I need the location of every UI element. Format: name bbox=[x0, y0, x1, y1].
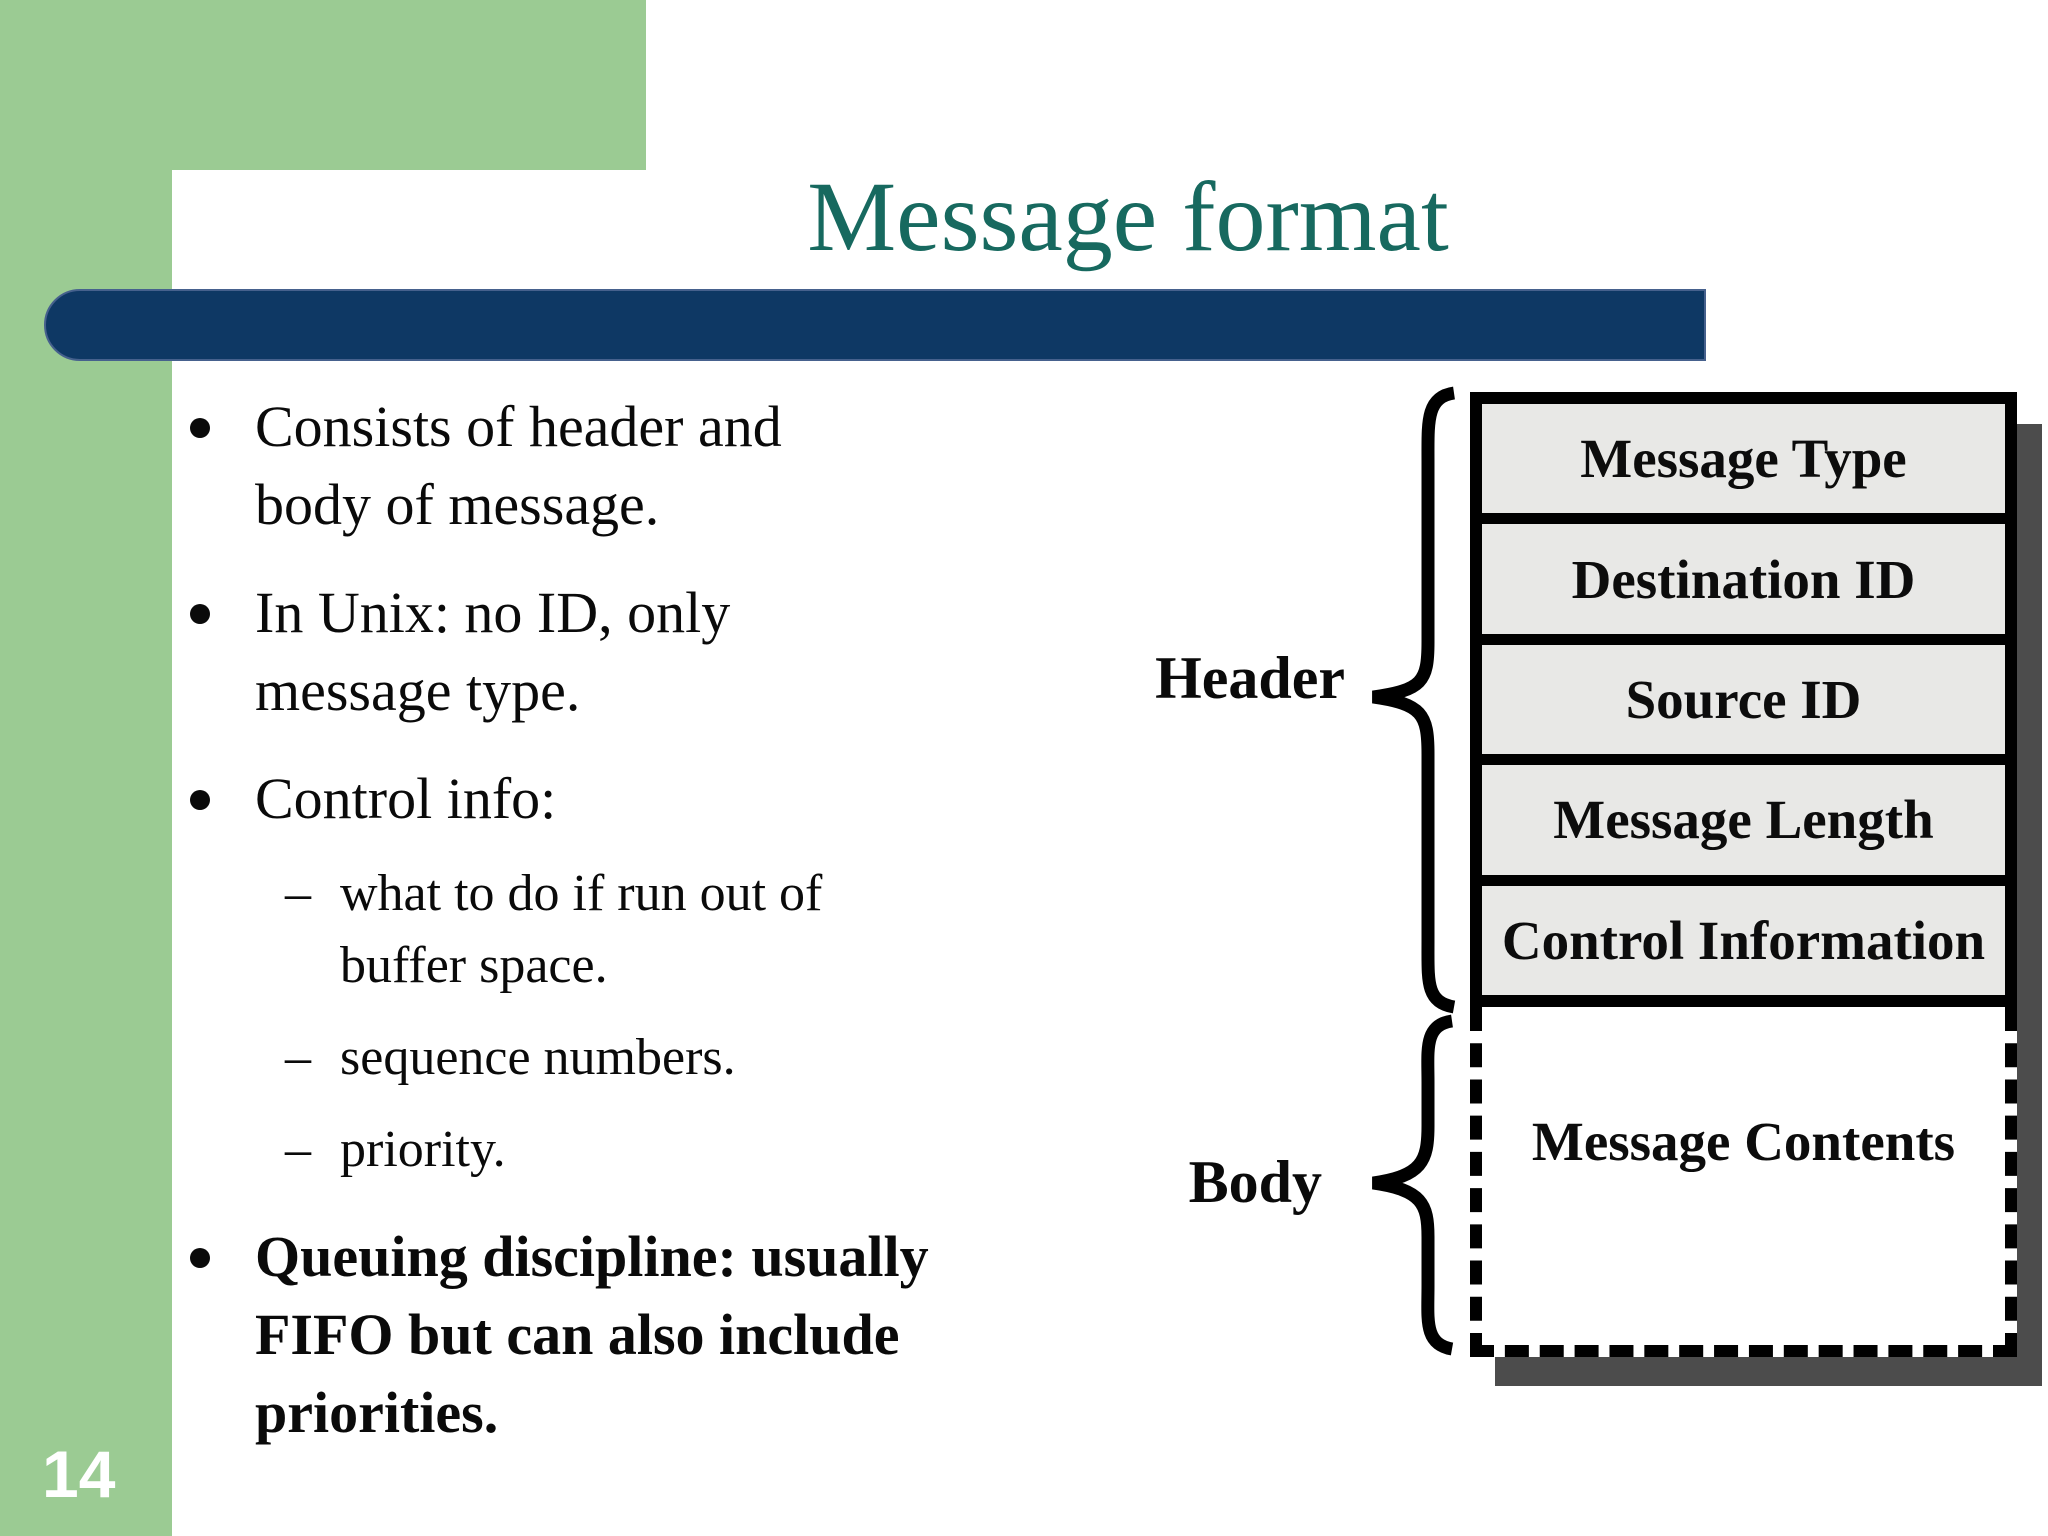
bullet-line: body of message. bbox=[255, 472, 660, 537]
bullet-text: Consists of header and body of message. bbox=[255, 388, 782, 544]
bullet-text: In Unix: no ID, only message type. bbox=[255, 574, 730, 730]
sub-bullet-item: – priority. bbox=[190, 1114, 1265, 1186]
bullet-line: priority. bbox=[340, 1121, 506, 1178]
header-row: Message Type bbox=[1482, 404, 2005, 514]
brace-graphics bbox=[1372, 386, 1456, 1356]
bullet-text: sequence numbers. bbox=[340, 1022, 736, 1094]
header-row-label: Destination ID bbox=[1571, 548, 1916, 610]
divider-bar bbox=[44, 289, 1706, 361]
bullet-line: buffer space. bbox=[340, 937, 608, 994]
bullet-line: In Unix: no ID, only bbox=[255, 580, 731, 645]
bullet-item: Control info: bbox=[190, 760, 1170, 838]
header-row-label: Message Type bbox=[1580, 428, 1907, 490]
page-number: 14 bbox=[42, 1437, 116, 1511]
bullet-line: sequence numbers. bbox=[340, 1029, 736, 1086]
message-header-box: Message Type Destination ID Source ID Me… bbox=[1470, 392, 2017, 1007]
sub-bullet-item: – sequence numbers. bbox=[190, 1022, 1265, 1094]
bullet-item: In Unix: no ID, only message type. bbox=[190, 574, 1170, 730]
header-row: Destination ID bbox=[1482, 524, 2005, 634]
bullet-line: what to do if run out of bbox=[340, 865, 823, 922]
header-row: Source ID bbox=[1482, 644, 2005, 755]
header-row-label: Message Length bbox=[1553, 789, 1934, 851]
body-row-label: Message Contents bbox=[1531, 1110, 1956, 1172]
bullet-dot-icon bbox=[190, 388, 255, 438]
green-template-left-column bbox=[0, 0, 172, 1536]
bullet-dot-icon bbox=[190, 574, 255, 624]
dash-bullet-icon: – bbox=[285, 1029, 311, 1086]
header-row-label: Control Information bbox=[1501, 909, 1986, 971]
dash-bullet-icon: – bbox=[285, 865, 311, 922]
bullet-line: priorities. bbox=[255, 1380, 499, 1445]
header-row: Control Information bbox=[1482, 885, 2005, 996]
dash-bullet-icon: – bbox=[285, 1121, 311, 1178]
bullet-item: Consists of header and body of message. bbox=[190, 388, 1170, 544]
header-row-label: Source ID bbox=[1625, 669, 1862, 731]
bullet-line: message type. bbox=[255, 658, 581, 723]
bullet-item: Queuing discipline: usually FIFO but can… bbox=[190, 1218, 1170, 1452]
bullet-line: Queuing discipline: usually bbox=[255, 1224, 929, 1289]
bullet-text: what to do if run out of buffer space. bbox=[340, 858, 822, 1002]
header-row: Message Length bbox=[1482, 765, 2005, 875]
bullet-line: FIFO but can also include bbox=[255, 1302, 900, 1367]
message-body-box: Message Contents bbox=[1470, 1007, 2017, 1357]
body-brace-icon bbox=[1372, 1014, 1454, 1356]
header-brace-label: Header bbox=[1155, 645, 1345, 711]
page-title: Message format bbox=[807, 161, 1449, 272]
bullet-line: Control info: bbox=[255, 766, 557, 831]
header-brace-icon bbox=[1372, 386, 1456, 1014]
bullet-text: priority. bbox=[340, 1114, 506, 1186]
bullet-line: Consists of header and bbox=[255, 394, 782, 459]
body-brace-label: Body bbox=[1188, 1149, 1322, 1215]
sub-bullet-item: – what to do if run out of buffer space. bbox=[190, 858, 1265, 1002]
bullet-dot-icon bbox=[190, 760, 255, 810]
bullet-dot-icon bbox=[190, 1218, 255, 1268]
bullet-text: Control info: bbox=[255, 760, 556, 838]
bullet-text: Queuing discipline: usually FIFO but can… bbox=[255, 1218, 929, 1452]
